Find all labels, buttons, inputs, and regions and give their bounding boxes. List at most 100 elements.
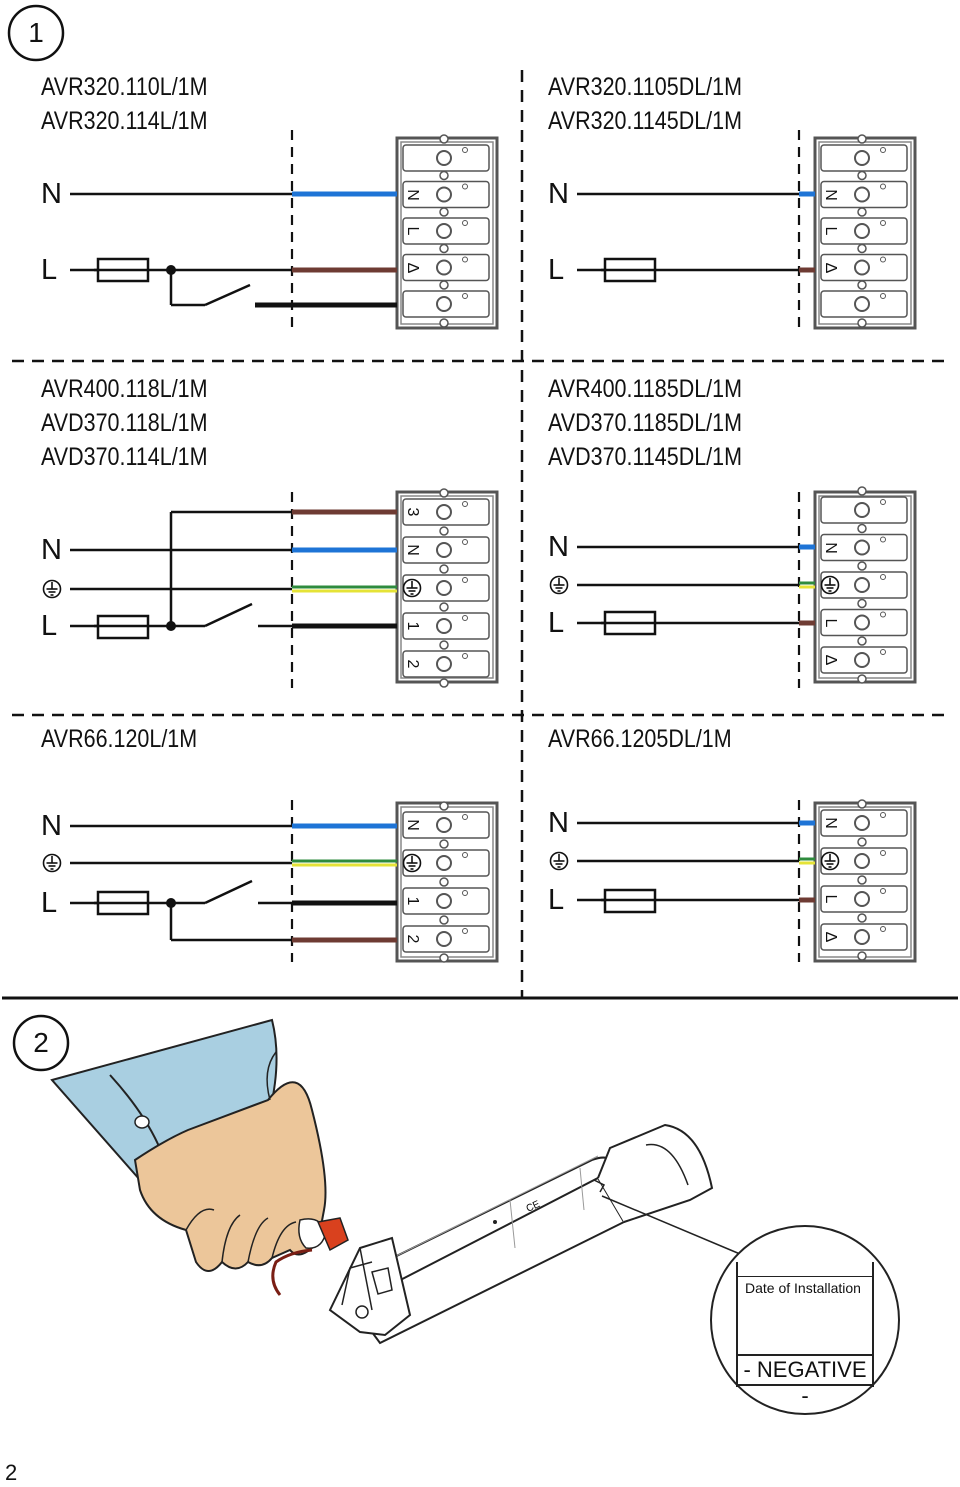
terminal-block <box>395 488 499 688</box>
terminal-clamp <box>854 853 870 869</box>
terminal-clamp <box>854 296 870 312</box>
terminal-screw <box>857 674 867 684</box>
terminal-label: N <box>404 819 421 831</box>
terminal-clamp <box>854 577 870 593</box>
terminal-label: Δ <box>822 654 839 666</box>
model-number: AVR320.1145DL/1M <box>548 107 743 135</box>
terminal-clamp <box>854 259 870 276</box>
terminal-release <box>880 649 886 655</box>
terminal-release <box>462 183 468 190</box>
terminal-release <box>462 653 468 659</box>
terminal-label: N <box>822 541 839 554</box>
terminal-clamp <box>436 893 452 909</box>
earth-symbol-icon <box>42 579 62 599</box>
switch-lever <box>204 283 251 307</box>
model-number: AVD370.1185DL/1M <box>548 409 743 437</box>
terminal-clamp <box>436 817 452 833</box>
callout-title: Date of Installation <box>745 1280 861 1296</box>
terminal-release <box>462 293 468 299</box>
label-callout <box>601 1195 900 1415</box>
terminal-release <box>462 501 468 507</box>
terminal-screw <box>439 877 449 887</box>
terminal-clamp <box>436 296 452 312</box>
terminal-screw <box>857 318 867 328</box>
terminal-release <box>880 256 886 263</box>
terminal-screw <box>439 488 449 498</box>
step-2-circle <box>12 1014 70 1072</box>
wiring-diagram-6 <box>549 799 917 963</box>
terminal-release <box>880 293 886 299</box>
line-label-neutral: N <box>41 534 62 566</box>
terminal-release <box>462 928 468 934</box>
terminal-screw <box>439 602 449 612</box>
terminal-release <box>462 814 468 820</box>
section-dividers <box>2 70 958 1000</box>
line-label-neutral: N <box>548 807 569 839</box>
terminal-release <box>462 852 468 858</box>
terminal-screw <box>857 875 867 885</box>
line-label-live: L <box>548 884 565 916</box>
terminal-clamp <box>436 223 452 239</box>
model-number: AVR66.1205DL/1M <box>548 725 732 753</box>
terminal-screw <box>857 636 867 646</box>
step-1-number: 1 <box>28 17 44 48</box>
terminal-screw <box>857 486 867 496</box>
terminal-clamp <box>436 580 452 596</box>
terminal-screw <box>857 799 867 809</box>
terminal-screw <box>439 915 449 925</box>
step-circles <box>7 4 70 1072</box>
line-label-neutral: N <box>548 531 569 563</box>
line-label-neutral: N <box>41 178 62 210</box>
terminal-screw <box>439 318 449 328</box>
terminal-label: Δ <box>822 262 839 273</box>
step-2-number: 2 <box>33 1027 49 1058</box>
terminal-screw <box>857 280 867 290</box>
earth-symbol-icon <box>549 851 569 871</box>
terminal-block <box>395 801 499 963</box>
terminal-screw <box>857 951 867 961</box>
wiring-diagram-5 <box>42 800 499 963</box>
line-label-neutral: N <box>548 178 569 210</box>
terminal-release <box>880 850 886 856</box>
line-label-live: L <box>548 607 565 639</box>
terminal-screw <box>439 953 449 963</box>
installation-illustration: CE <box>50 1018 900 1415</box>
terminal-clamp <box>436 656 452 672</box>
line-label-live: L <box>41 887 58 919</box>
terminal-screw <box>857 523 867 534</box>
terminal-release <box>880 536 886 543</box>
terminal-release <box>880 183 886 190</box>
terminal-release <box>880 499 886 505</box>
model-number: AVR320.110L/1M <box>41 73 208 101</box>
terminal-clamp <box>854 652 870 668</box>
model-number: AVR66.120L/1M <box>41 725 198 753</box>
terminal-label: N <box>404 544 421 556</box>
terminal-clamp <box>854 891 870 907</box>
model-number: AVR400.1185DL/1M <box>548 375 743 403</box>
terminal-clamp <box>854 186 870 203</box>
terminal-screw <box>439 134 449 144</box>
terminal-release <box>462 220 468 226</box>
terminal-clamp <box>854 614 870 631</box>
terminal-release <box>880 812 886 818</box>
hand-with-connector <box>50 1018 349 1296</box>
terminal-screw <box>857 561 867 571</box>
terminal-screw <box>439 280 449 290</box>
terminal-screw <box>857 134 867 144</box>
terminal-release <box>462 147 468 153</box>
terminal-label: L <box>822 226 839 236</box>
terminal-label: L <box>404 226 421 236</box>
terminal-release <box>462 539 468 545</box>
terminal-clamp <box>436 855 452 871</box>
terminal-clamp <box>854 223 870 239</box>
terminal-clamp <box>436 259 452 276</box>
terminal-screw <box>857 170 867 181</box>
switch-lever <box>204 879 253 905</box>
model-number: AVD370.114L/1M <box>41 443 208 471</box>
model-number: AVR320.1105DL/1M <box>548 73 743 101</box>
model-number: AVR400.118L/1M <box>41 375 208 403</box>
terminal-clamp <box>436 618 452 634</box>
terminal-screw <box>439 564 449 574</box>
page-number: 2 <box>5 1460 18 1485</box>
